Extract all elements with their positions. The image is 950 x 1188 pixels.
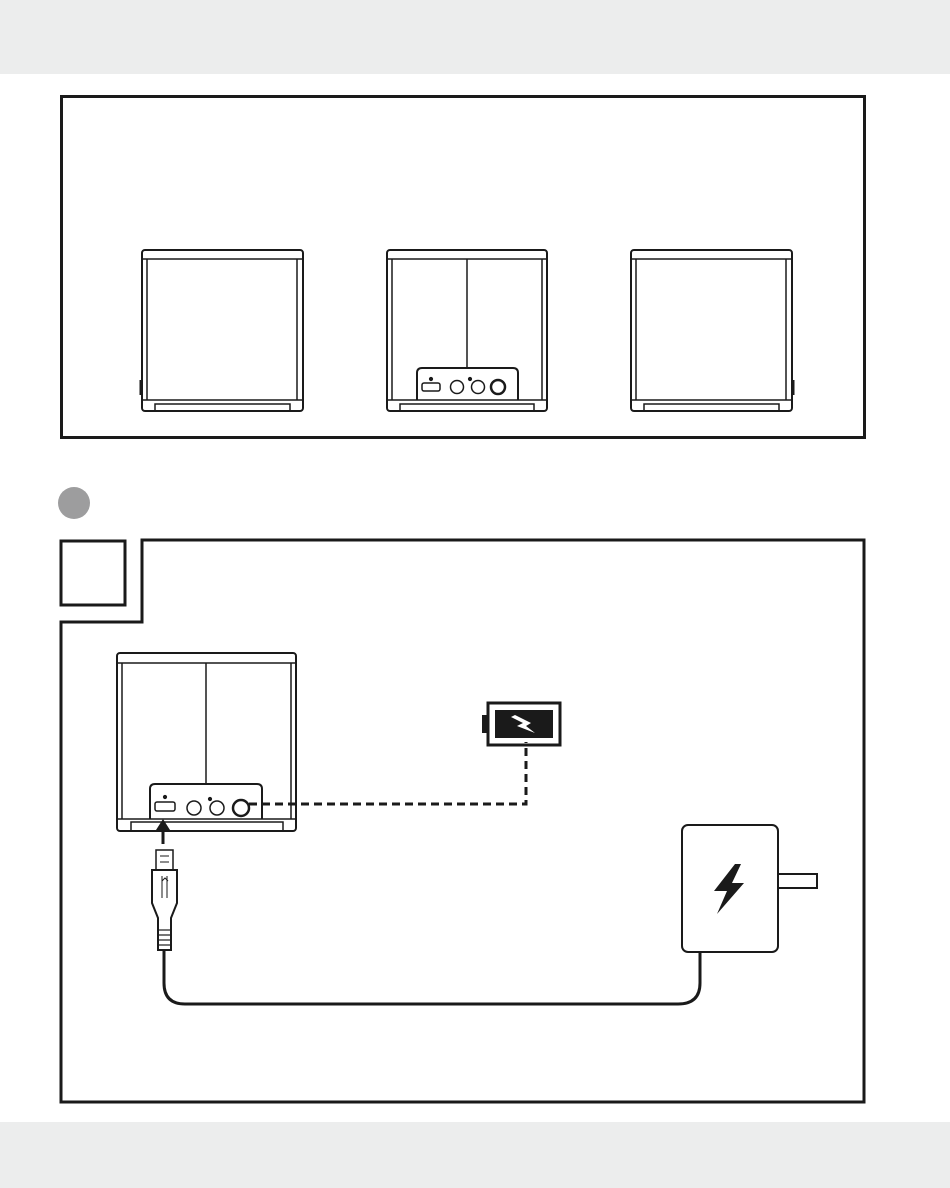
battery-charging-icon [482, 703, 560, 745]
speaker-rear-view [387, 250, 547, 411]
charging-ports [155, 795, 249, 816]
rear-ports [422, 377, 505, 394]
power-adapter-icon [682, 825, 817, 952]
figure-charging-diagram-svg [58, 538, 868, 1105]
figure-number-box [61, 541, 125, 605]
usb-cable-icon [152, 850, 177, 950]
figure-charging-diagram [58, 538, 868, 1105]
figure-2-frame [61, 540, 864, 1102]
page-bottom-band [0, 1122, 950, 1188]
step-marker [58, 487, 90, 519]
page-top-band [0, 0, 950, 74]
figure-speaker-views-svg [60, 95, 866, 439]
speaker-front-view [141, 250, 303, 411]
speaker-side-view [631, 250, 793, 411]
figure-speaker-views [60, 95, 866, 439]
charging-cable [164, 950, 700, 1004]
